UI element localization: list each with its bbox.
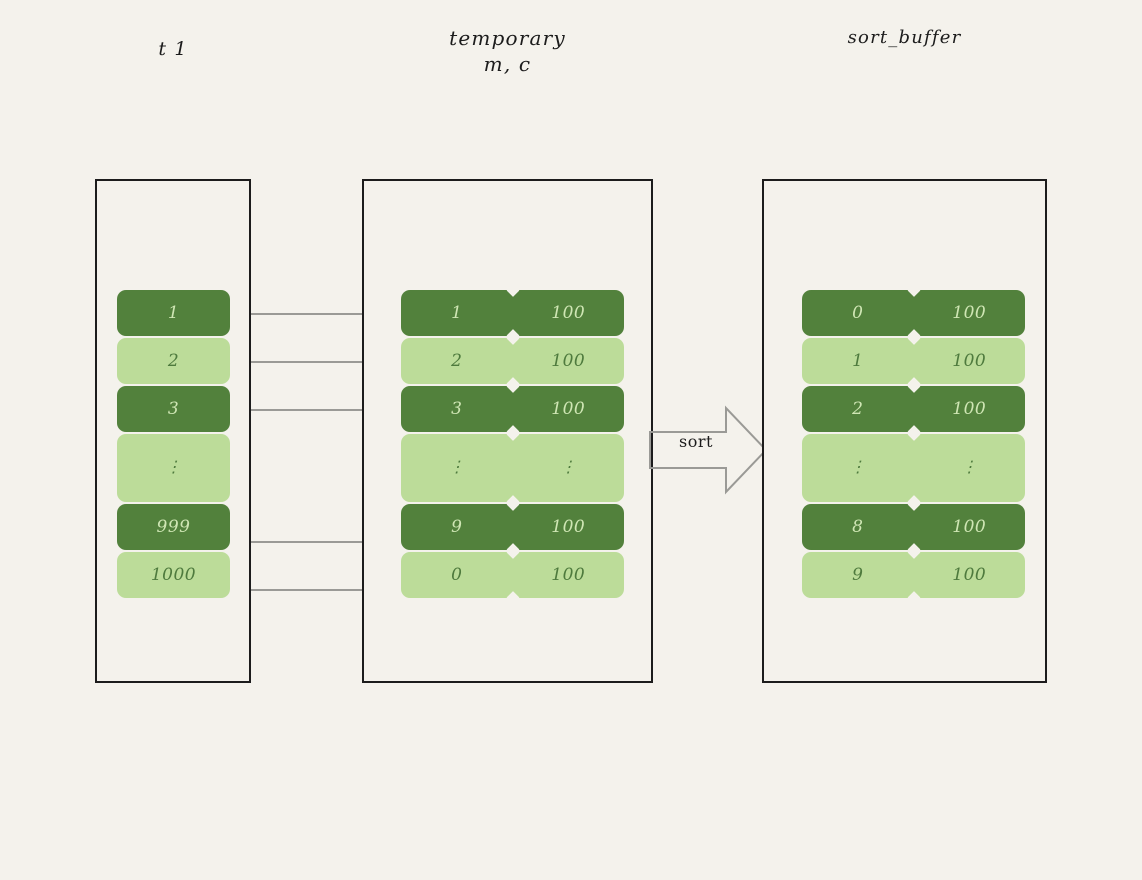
- table-row[interactable]: 0 100: [802, 284, 1025, 342]
- panel-title-source: t 1: [158, 38, 188, 60]
- sort-arrow-icon: [649, 405, 768, 495]
- table-row[interactable]: 2 100: [401, 332, 624, 390]
- cell-value: 1: [167, 303, 180, 323]
- cell-value-m: 3: [451, 399, 463, 419]
- cell-value-c: 100: [952, 399, 987, 419]
- table-row-ellipsis: ⋮: [117, 434, 230, 502]
- cell-value-m: 2: [451, 351, 463, 371]
- cell-value-c: 100: [551, 517, 586, 537]
- cell-value: 3: [167, 399, 180, 419]
- cell-value-c: 100: [952, 351, 987, 371]
- cell-value-c: 100: [551, 303, 586, 323]
- cell-value-m: 0: [852, 303, 864, 323]
- cell-ellipsis-m: ⋮: [448, 456, 465, 476]
- cell-ellipsis-c: ⋮: [560, 456, 577, 476]
- sort-arrow-label: sort: [679, 432, 713, 451]
- cell-ellipsis-c: ⋮: [961, 456, 978, 476]
- cell-ellipsis-m: ⋮: [849, 456, 866, 476]
- table-row[interactable]: 2: [117, 338, 230, 384]
- cell-value-c: 100: [551, 351, 586, 371]
- table-row[interactable]: 8 100: [802, 498, 1025, 556]
- table-row[interactable]: 2 100: [802, 380, 1025, 438]
- cell-ellipsis: ⋮: [165, 456, 182, 476]
- cell-value-m: 8: [852, 517, 864, 537]
- table-row[interactable]: 0 100: [401, 546, 624, 604]
- row-stack-sort-buffer: 0 100 1 100 2 100 ⋮ ⋮ 8 100: [802, 284, 1025, 604]
- cell-value-c: 100: [551, 565, 586, 585]
- table-row[interactable]: 9 100: [401, 498, 624, 556]
- cell-value-m: 1: [852, 351, 864, 371]
- table-row[interactable]: 999: [117, 504, 230, 550]
- cell-value-m: 1: [451, 303, 463, 323]
- table-row-ellipsis: ⋮ ⋮: [401, 428, 624, 508]
- cell-value-c: 100: [952, 517, 987, 537]
- cell-value-m: 9: [852, 565, 864, 585]
- cell-value: 999: [156, 517, 191, 537]
- table-row[interactable]: 1 100: [802, 332, 1025, 390]
- table-row[interactable]: 1000: [117, 552, 230, 598]
- panel-title-sort-buffer: sort_buffer: [847, 27, 962, 48]
- table-row[interactable]: 1: [117, 290, 230, 336]
- row-stack-source: 1 2 3 ⋮ 999 1000: [117, 290, 230, 600]
- table-row[interactable]: 1 100: [401, 284, 624, 342]
- row-stack-temporary: 1 100 2 100 3 100 ⋮ ⋮ 9 100: [401, 284, 624, 604]
- panel-title-temporary: temporary m, c: [449, 26, 566, 76]
- table-row[interactable]: 3: [117, 386, 230, 432]
- cell-value-c: 100: [551, 399, 586, 419]
- cell-value-m: 0: [451, 565, 463, 585]
- cell-value: 1000: [150, 565, 197, 585]
- cell-value-m: 2: [852, 399, 864, 419]
- cell-value-m: 9: [451, 517, 463, 537]
- cell-value: 2: [167, 351, 180, 371]
- cell-value-c: 100: [952, 565, 987, 585]
- table-row[interactable]: 3 100: [401, 380, 624, 438]
- table-row-ellipsis: ⋮ ⋮: [802, 428, 1025, 508]
- table-row[interactable]: 9 100: [802, 546, 1025, 604]
- cell-value-c: 100: [952, 303, 987, 323]
